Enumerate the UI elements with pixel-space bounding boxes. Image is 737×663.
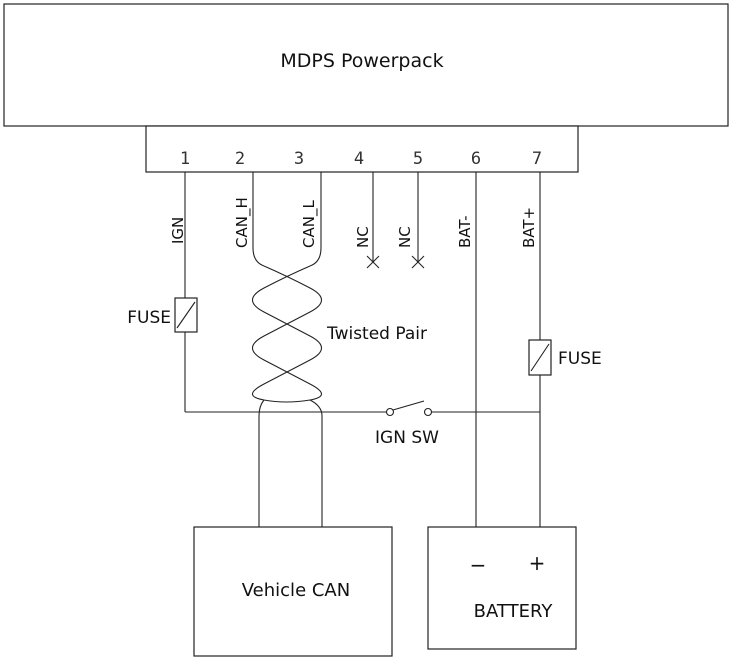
can-twist-strand-a: [251, 265, 323, 403]
pin-4-number: 4: [354, 149, 364, 169]
vehicle-can-box: [193, 526, 393, 657]
can-h-wire-bottom: [258, 399, 265, 527]
powerpack-title: MDPS Powerpack: [280, 50, 443, 72]
ign-sw-contact-right: [423, 407, 433, 417]
pin-2-number: 2: [235, 149, 245, 169]
can-l-wire-top: [309, 172, 322, 267]
ign-sw-lever: [392, 400, 425, 411]
ign-label: IGN: [169, 217, 187, 244]
pin-3-number: 3: [294, 149, 304, 169]
twisted-pair-label: Twisted Pair: [326, 324, 427, 344]
nc-5-terminator-b: [411, 255, 425, 269]
can-circuit: CAN_H CAN_L Twisted Pair: [233, 172, 427, 527]
pin-7-number: 7: [532, 149, 542, 169]
vehicle-can-label: Vehicle CAN: [242, 580, 350, 601]
nc-5-label: NC: [396, 226, 414, 248]
battery-label: BATTERY: [474, 601, 554, 622]
bat-minus-label: BAT-: [456, 215, 474, 248]
ign-circuit: IGN FUSE: [127, 172, 198, 412]
ign-sw-label: IGN SW: [375, 428, 439, 448]
pin-6-number: 6: [471, 149, 481, 169]
nc-4-terminator-b: [366, 255, 380, 269]
bat-plus-circuit: BAT+ FUSE: [520, 172, 602, 527]
mdps-powerpack: MDPS Powerpack: [3, 3, 729, 127]
battery-minus-symbol: −: [470, 553, 487, 577]
bat-minus-circuit: BAT-: [456, 172, 477, 527]
fuse-right-element: [530, 343, 550, 372]
battery: − + BATTERY: [427, 526, 577, 650]
battery-plus-symbol: +: [529, 551, 546, 575]
nc-4-label: NC: [354, 226, 372, 248]
can-h-wire-top: [252, 172, 265, 267]
nc-pins: NC NC: [354, 172, 425, 269]
fuse-left-element: [176, 301, 196, 329]
can-l-label: CAN_L: [300, 200, 319, 248]
connector: 1 2 3 4 5 6 7: [145, 125, 579, 173]
powerpack-box: [3, 3, 729, 127]
can-l-wire-bottom: [309, 399, 323, 527]
fuse-left-label: FUSE: [127, 308, 171, 328]
ign-sw-contact-left: [385, 407, 395, 417]
vehicle-can: Vehicle CAN: [193, 526, 393, 657]
battery-box: [427, 526, 577, 650]
ign-switch-circuit: IGN SW: [185, 400, 540, 448]
can-h-label: CAN_H: [233, 197, 252, 248]
bat-plus-label: BAT+: [520, 207, 538, 248]
connector-box: [145, 125, 579, 173]
can-twist-strand-b: [251, 265, 323, 401]
pin-1-number: 1: [180, 149, 190, 169]
pin-5-number: 5: [413, 149, 423, 169]
fuse-right-label: FUSE: [558, 349, 602, 369]
